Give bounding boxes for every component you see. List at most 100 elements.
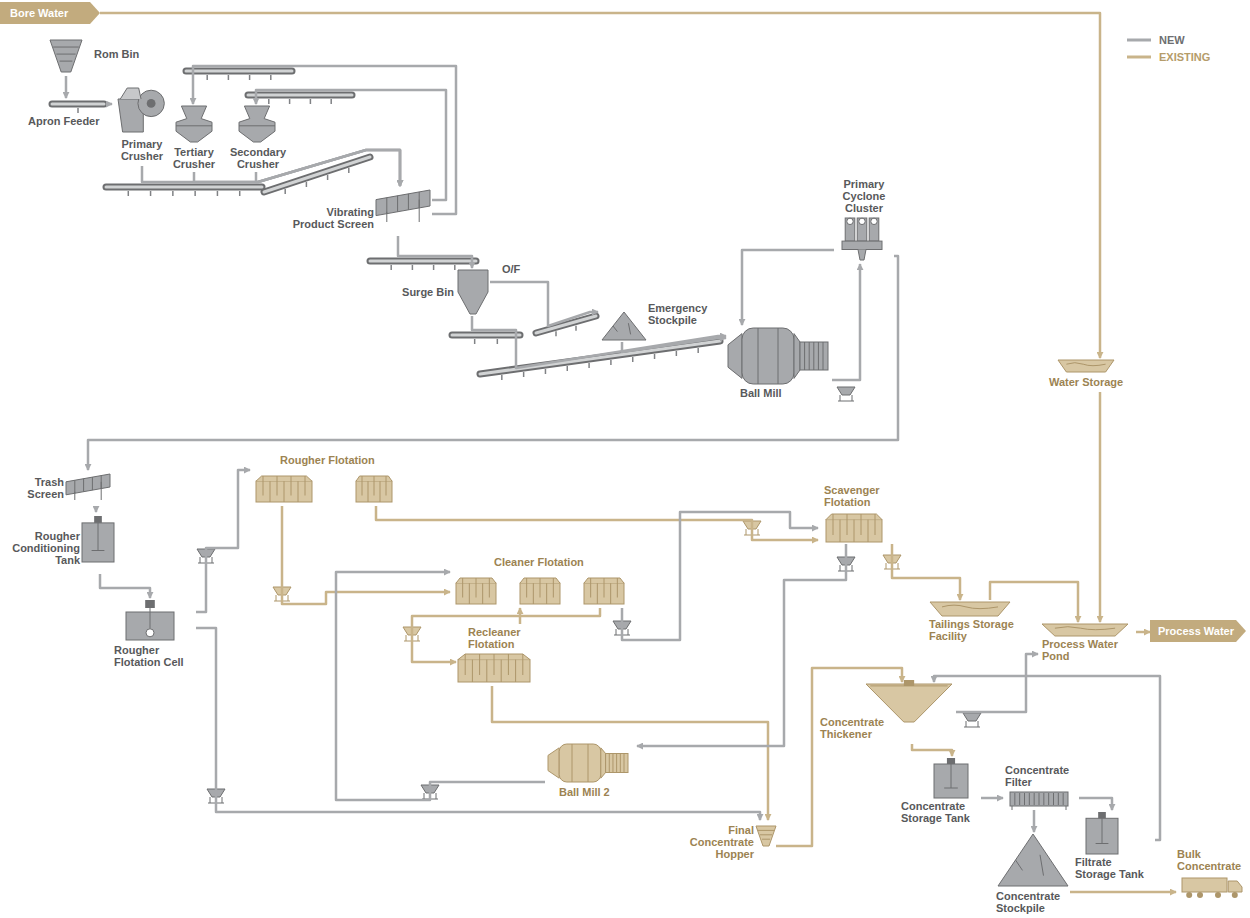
equipment-icon (826, 514, 882, 542)
equipment-icon (66, 474, 110, 500)
equipment-node: Concentrate Stockpile (994, 832, 1070, 916)
flow-line (193, 66, 456, 214)
equipment-icon (82, 516, 114, 562)
flow-line (196, 628, 760, 820)
equipment-icon (756, 826, 776, 846)
flow-line (1136, 631, 1150, 634)
equipment-node: Recleaner Flotation (456, 624, 534, 686)
equipment-node: Vibrating Product Screen (286, 186, 432, 236)
flow-line (282, 506, 450, 604)
equipment-icon (1086, 812, 1118, 854)
equipment-icon (934, 758, 968, 798)
equipment-label: Rougher Flotation (280, 454, 390, 466)
equipment-node: Tailings Storage Facility (925, 600, 1021, 650)
equipment-node: Final Concentrate Hopper (686, 820, 776, 870)
equipment-label: Concentrate Filter (1005, 764, 1077, 788)
equipment-node: Process Water Pond (1038, 622, 1136, 666)
equipment-icon (930, 602, 1010, 616)
equipment-node: Apron Feeder (26, 98, 106, 130)
equipment-icon (126, 600, 174, 640)
equipment-label: Apron Feeder (28, 115, 104, 127)
equipment-node: Water Storage (1045, 358, 1135, 392)
equipment-icon (548, 744, 628, 782)
equipment-node: Filtrate Storage Tank (1074, 810, 1155, 884)
equipment-icon (1058, 360, 1114, 372)
flow-line (956, 654, 1038, 712)
flow-line (336, 572, 545, 800)
flow-line (490, 282, 598, 326)
flow-line (95, 506, 98, 512)
equipment-node: Bulk Concentrate (1176, 846, 1245, 902)
equipment-icon (239, 106, 275, 142)
flow-line (622, 512, 818, 640)
legend-entry: NEW (1125, 34, 1151, 46)
equipment-icons (50, 40, 1242, 898)
equipment-icon (1010, 792, 1068, 810)
flow-line (990, 582, 1078, 622)
flow-line (1099, 392, 1102, 622)
equipment-label: Concentrate Thickener (820, 716, 888, 740)
equipment-icon (602, 312, 646, 340)
flow-label: O/F (500, 263, 522, 275)
equipment-node: Trash Screen (18, 470, 114, 506)
equipment-node: Concentrate Storage Tank (900, 756, 981, 826)
equipment-label: Emergency Stockpile (648, 302, 720, 326)
equipment-node: Primary Cyclone Cluster (834, 176, 894, 264)
equipment-icon (998, 834, 1068, 886)
equipment-icon (458, 654, 530, 682)
equipment-label: Surge Bin (398, 286, 454, 298)
legend-swatch (1125, 34, 1153, 46)
equipment-label: Filtrate Storage Tank (1075, 856, 1153, 880)
equipment-icon (356, 476, 392, 502)
flow-line (88, 256, 898, 470)
flow-line (637, 544, 846, 746)
equipment-label: Tertiary Crusher (168, 146, 220, 170)
equipment-label: Rougher Flotation Cell (114, 644, 194, 668)
equipment-icon (1182, 878, 1242, 898)
equipment-node: Tertiary Crusher (166, 104, 222, 172)
flow-line (622, 338, 726, 352)
equipment-label: Concentrate Storage Tank (901, 800, 979, 824)
flow-line (196, 470, 250, 612)
equipment-node: Rougher Flotation Cell (112, 598, 196, 674)
equipment-node: Cleaner Flotation (450, 554, 634, 608)
equipment-label: Secondary Crusher (228, 146, 288, 170)
equipment-label: Rougher Conditioning Tank (4, 530, 80, 566)
equipment-label: Scavenger Flotation (824, 484, 898, 508)
equipment-node: Rougher Conditioning Tank (4, 512, 118, 574)
flow-line (892, 544, 960, 600)
equipment-label: Process Water Pond (1042, 638, 1132, 662)
equipment-node: Rom Bin (46, 36, 150, 76)
legend-swatch (1125, 51, 1153, 63)
equipment-label: Tailings Storage Facility (929, 618, 1019, 642)
flow-line (65, 76, 68, 98)
equipment-icon (728, 328, 828, 384)
equipment-icon (376, 190, 430, 222)
flow-line (912, 744, 952, 756)
flow-line (100, 574, 150, 598)
legend-entry: EXISTING (1125, 51, 1176, 63)
equipment-label: Cleaner Flotation (494, 556, 614, 568)
equipment-node: Concentrate Filter (1003, 762, 1079, 810)
flow-line (100, 13, 1100, 358)
equipment-icon (50, 40, 82, 72)
equipment-node: Concentrate Thickener (820, 682, 956, 744)
equipment-label: Water Storage (1049, 376, 1131, 388)
flow-line (412, 608, 600, 662)
equipment-label: Final Concentrate Hopper (686, 824, 754, 860)
equipment-node: Secondary Crusher (226, 104, 290, 172)
equipment-icon (866, 680, 952, 722)
equipment-node: Scavenger Flotation (818, 482, 900, 544)
equipment-icon (1042, 624, 1128, 636)
flow-line (1070, 891, 1176, 894)
flow-line (106, 103, 112, 106)
flow-line (742, 250, 834, 325)
flow-line (1079, 798, 1112, 810)
equipment-label: Concentrate Stockpile (996, 890, 1068, 914)
pumps (197, 387, 981, 803)
legend-text: EXISTING (1159, 51, 1210, 63)
flow-banner: Process Water (1150, 620, 1246, 642)
flow-banner: Bore Water (0, 2, 100, 24)
